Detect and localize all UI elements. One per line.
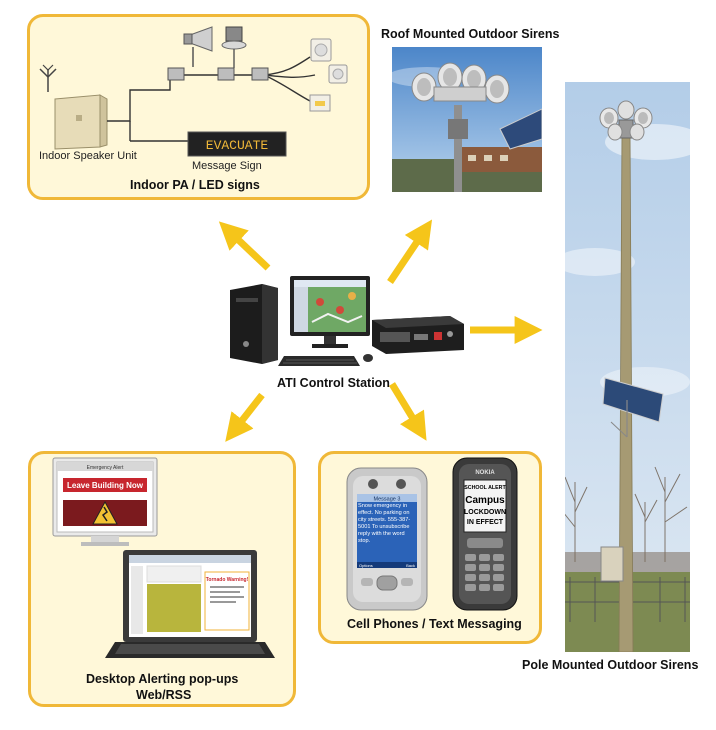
control-station-caption: ATI Control Station xyxy=(277,376,390,390)
popup-message-text: Leave Building Now xyxy=(67,481,144,490)
computer-tower-icon xyxy=(230,284,278,364)
mouse-icon xyxy=(363,354,373,362)
phone-alert-line3: IN EFFECT xyxy=(467,519,504,526)
cell-phones-caption: Cell Phones / Text Messaging xyxy=(347,617,522,631)
control-unit-icon xyxy=(372,316,464,354)
keyboard-icon xyxy=(278,356,360,366)
arrow-to-indoor-pa xyxy=(228,230,268,268)
flat-monitor-popup: Emergency Alert Leave Building Now xyxy=(53,458,157,546)
cell-phones-illustration: Message 3 Options Back Snow emergency in… xyxy=(321,454,539,614)
nokia-phone-icon: NOKIA SCHOOL ALERT Campus LOCKDOWN IN EF… xyxy=(453,458,517,610)
arrow-to-desktop xyxy=(233,395,262,432)
phone-alert-line1: Campus xyxy=(465,495,505,506)
desktop-alerting-illustration: Emergency Alert Leave Building Now Torna… xyxy=(31,454,293,674)
pda-header-text: Message 3 xyxy=(374,497,401,503)
laptop-popup-title: Tornado Warning! xyxy=(206,577,249,583)
pda-softkey-left: Options xyxy=(359,563,373,568)
arrow-to-phones xyxy=(392,384,420,430)
desktop-caption-line1: Desktop Alerting pop-ups xyxy=(86,672,238,686)
popup-header-text: Emergency Alert xyxy=(87,465,124,471)
control-station-illustration xyxy=(228,272,468,368)
laptop-icon: Tornado Warning! xyxy=(105,550,275,658)
monitor-icon xyxy=(290,276,370,348)
pda-message-text: Snow emergency in effect. No parking on … xyxy=(358,503,416,561)
phone-alert-line2: LOCKDOWN xyxy=(464,509,506,516)
desktop-caption-line2: Web/RSS xyxy=(136,688,191,702)
pda-softkey-right: Back xyxy=(406,563,415,568)
phone-brand-text: NOKIA xyxy=(475,470,495,476)
phone-alert-header: SCHOOL ALERT xyxy=(464,485,506,491)
